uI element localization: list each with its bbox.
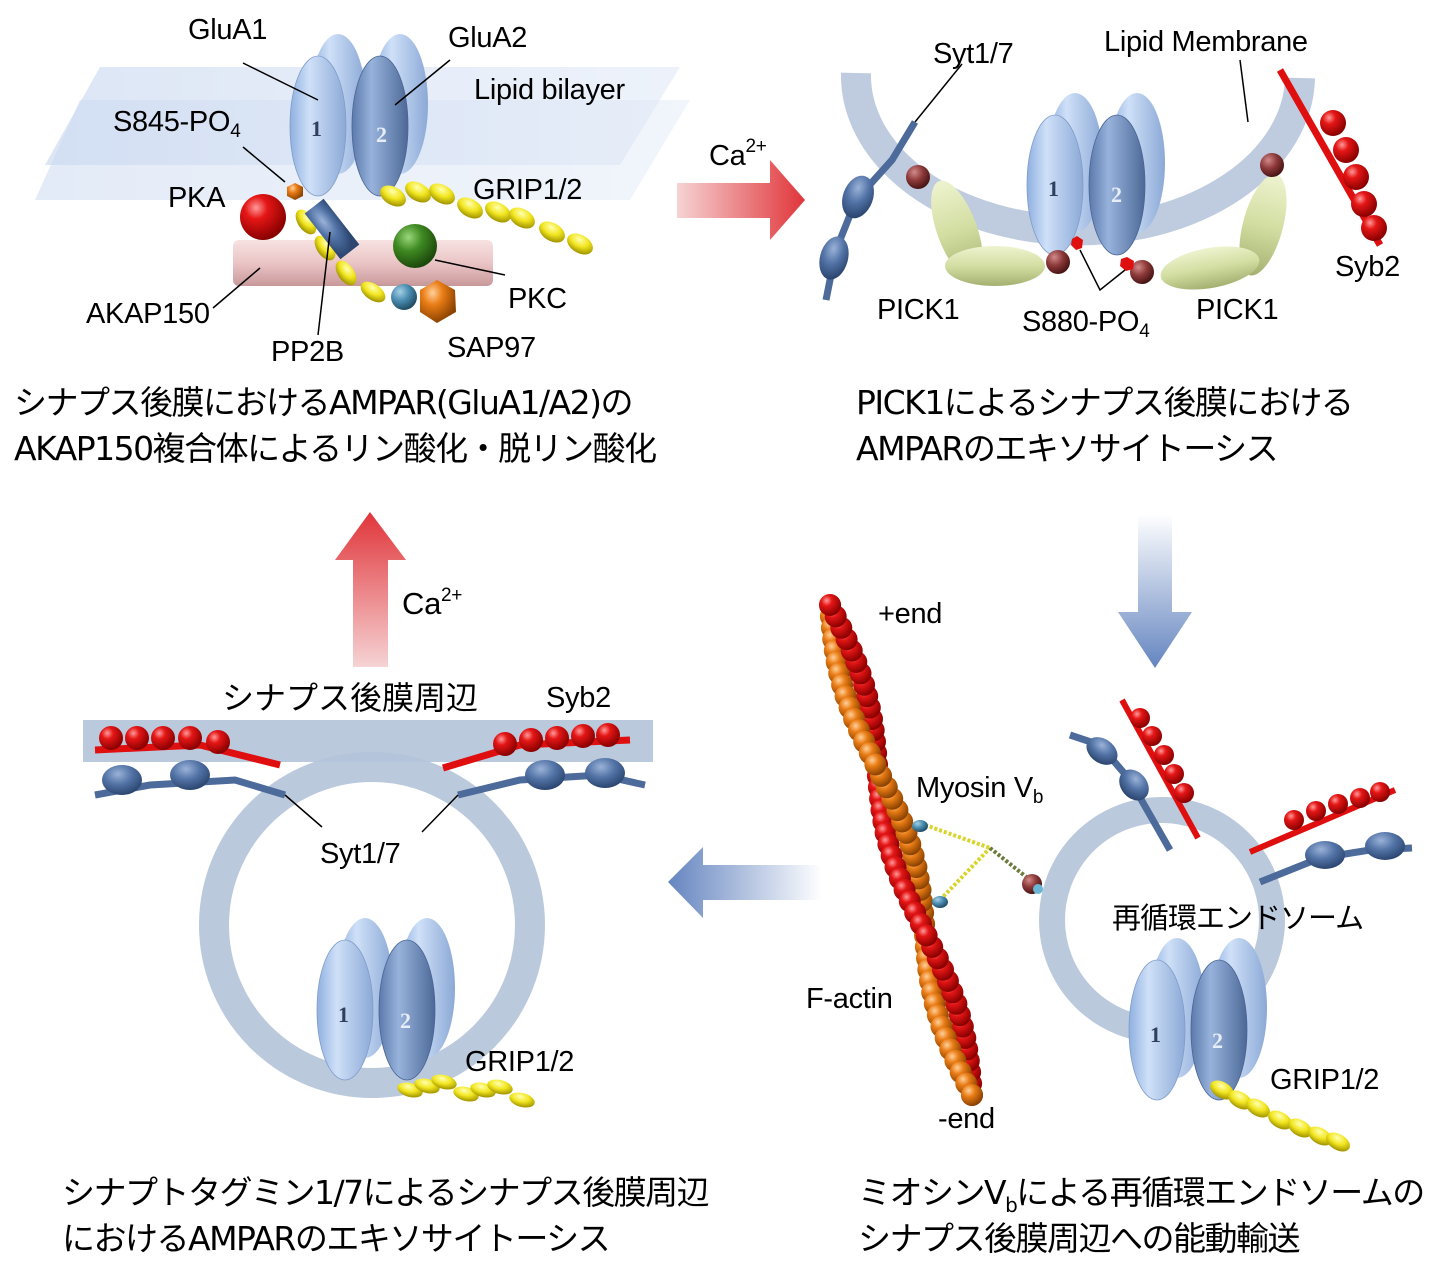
syb2-label: Syb2 (546, 682, 611, 714)
sap97-hexagon (420, 280, 456, 323)
flow-arrow-down (1118, 514, 1192, 668)
syt-protein (94, 760, 287, 799)
grip-label: GRIP1/2 (465, 1046, 575, 1078)
syb2-protein (1119, 698, 1201, 840)
subunit-1-label: 1 (338, 1002, 349, 1027)
perisynaptic-region-label: シナプス後膜周辺 (222, 679, 479, 717)
teal-sphere (391, 284, 417, 310)
subunit-2-label: 2 (400, 1008, 411, 1033)
syt-protein (1258, 832, 1413, 886)
caption-pick1: PICK1によるシナプス後膜における AMPARのエキソサイトーシス (856, 383, 1354, 468)
glua2-label: GluA2 (448, 22, 528, 54)
vesicle-ring (199, 752, 545, 1098)
grip-chain (380, 181, 593, 255)
syt-protein (457, 758, 646, 799)
syt-label: Syt1/7 (320, 838, 401, 870)
plus-end-label: +end (878, 598, 943, 630)
pkc-sphere (393, 224, 437, 268)
pp2b-label: PP2B (271, 336, 344, 368)
ca-arrow-up (335, 512, 406, 667)
grip-chain (1210, 1080, 1350, 1152)
myosin-vb (912, 820, 1043, 908)
pick1-left (906, 165, 1070, 286)
syb2-protein (1276, 68, 1387, 247)
pka-sphere (240, 194, 286, 240)
pick1-right (1130, 153, 1287, 290)
subunit-1-label: 1 (1048, 176, 1059, 201)
subunit-1-label: 1 (311, 116, 322, 141)
caption-akap150: シナプス後膜におけるAMPAR(GluA1/A2)の AKAP150複合体による… (14, 383, 657, 468)
syt-protein (819, 120, 918, 301)
endosome-label: 再循環エンドソーム (1112, 901, 1364, 935)
pick1-left-label: PICK1 (877, 294, 960, 326)
ampar-glua1-glua2 (1128, 937, 1268, 1101)
flow-arrow-left (668, 847, 822, 918)
subunit-2-label: 2 (1212, 1028, 1223, 1053)
panel-myosin-transport (819, 594, 1413, 1152)
glua1-label: GluA1 (188, 14, 268, 46)
ca-label-left: Ca2+ (402, 585, 463, 621)
actin-monomer (819, 594, 841, 616)
lipid-bilayer-label: Lipid bilayer (474, 74, 625, 106)
pp2b-block (304, 198, 360, 260)
syb2-protein (1248, 782, 1397, 855)
subunit-2-label: 2 (1111, 182, 1122, 207)
syb2-protein (441, 723, 631, 772)
actin-monomer (915, 924, 938, 947)
lipid-membrane-label: Lipid Membrane (1104, 26, 1308, 58)
ca-label-top: Ca2+ (709, 136, 767, 172)
akap150-label: AKAP150 (86, 298, 210, 330)
pkc-label: PKC (508, 283, 567, 315)
s880-phosphate (1071, 236, 1083, 250)
caption-synaptotagmin: シナプトタグミン1/7によるシナプス後膜周辺 におけるAMPARのエキソサイトー… (62, 1173, 710, 1258)
syt-protein (1068, 731, 1174, 852)
minus-end-label: -end (938, 1103, 995, 1135)
pka-label: PKA (168, 182, 226, 214)
ca-arrow-right (677, 160, 805, 240)
s880-phosphate (1120, 257, 1134, 271)
grip-label: GRIP1/2 (473, 174, 583, 206)
pick1-right-label: PICK1 (1196, 294, 1279, 326)
f-actin-label: F-actin (806, 983, 893, 1015)
myosin-vb-label: Myosin Vb (916, 772, 1044, 808)
grip-chain (397, 1074, 535, 1108)
sap97-label: SAP97 (447, 332, 536, 364)
syb2-protein (94, 726, 281, 769)
akap150-bar (233, 240, 493, 286)
panel-akap150-complex (35, 33, 690, 336)
s880-label: S880-PO4 (1022, 306, 1150, 342)
syt-label: Syt1/7 (933, 38, 1014, 70)
actin-monomer (864, 753, 887, 776)
panel-pick1-exocytosis (819, 59, 1387, 301)
s845-label: S845-PO4 (113, 106, 241, 142)
subunit-1-label: 1 (1150, 1022, 1161, 1047)
syb2-label: Syb2 (1335, 251, 1400, 283)
f-actin-filament (819, 594, 983, 1106)
s845-phosphate (287, 183, 303, 200)
panel-synaptotagmin-exocytosis (83, 720, 653, 1108)
caption-myosin: ミオシンVbによる再循環エンドソームの シナプス後膜周辺への能動輸送 (858, 1173, 1425, 1258)
actin-monomer (961, 1084, 983, 1106)
grip-label: GRIP1/2 (1270, 1064, 1380, 1096)
subunit-2-label: 2 (376, 122, 387, 147)
